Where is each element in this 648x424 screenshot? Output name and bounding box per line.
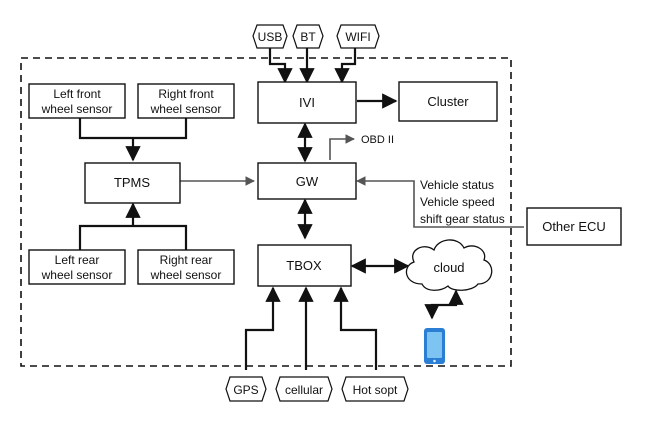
cellular-label: cellular xyxy=(285,383,323,397)
gw-box: GW xyxy=(257,162,357,200)
cluster-label: Cluster xyxy=(427,94,469,109)
gps-node: GPS xyxy=(225,376,267,402)
smartphone-icon xyxy=(424,328,445,364)
left-front-sensor-box: Left front wheel sensor xyxy=(28,83,126,119)
other-ecu-box: Other ECU xyxy=(526,207,622,246)
cloud-label: cloud xyxy=(433,260,464,275)
usb-node: USB xyxy=(252,24,288,49)
vehicle-boundary xyxy=(20,57,512,367)
ivi-label: IVI xyxy=(299,95,315,110)
left-rear-sensor-box: Left rear wheel sensor xyxy=(28,249,126,285)
ecu-to-gw-arrow xyxy=(356,176,524,228)
obd-label: OBD II xyxy=(361,134,394,146)
gw-label: GW xyxy=(296,174,319,189)
tbox-box: TBOX xyxy=(257,244,352,287)
gray-connections xyxy=(180,134,524,228)
right-front-label-1: Right front xyxy=(158,87,214,101)
tpms-box: TPMS xyxy=(84,162,181,204)
left-rear-label-2: wheel sensor xyxy=(41,268,113,282)
right-front-sensor-box: Right front wheel sensor xyxy=(137,83,235,119)
connections xyxy=(78,48,464,370)
wifi-node: WIFI xyxy=(336,24,380,49)
hotspot-label: Hot sopt xyxy=(353,383,398,397)
signal-shift-gear-status: shift gear status xyxy=(420,212,505,226)
cluster-box: Cluster xyxy=(398,81,498,122)
usb-to-ivi-arrow xyxy=(268,48,293,84)
wifi-label: WIFI xyxy=(345,30,370,44)
signal-vehicle-status: Vehicle status xyxy=(420,178,494,192)
front-sensors-bus xyxy=(78,118,188,140)
hotspot-node: Hot sopt xyxy=(341,376,409,402)
wifi-to-ivi-arrow xyxy=(334,48,357,84)
gps-label: GPS xyxy=(233,383,258,397)
right-rear-label-2: wheel sensor xyxy=(150,268,222,282)
left-front-label-1: Left front xyxy=(53,87,101,101)
hotspot-to-tbox-arrow xyxy=(333,286,378,370)
right-rear-label-1: Right rear xyxy=(160,253,213,267)
left-rear-label-1: Left rear xyxy=(55,253,100,267)
bt-node: BT xyxy=(292,24,324,49)
right-rear-sensor-box: Right rear wheel sensor xyxy=(137,249,235,285)
cloud-phone-arrow xyxy=(424,289,464,320)
ivi-box: IVI xyxy=(257,81,357,124)
cloud-icon xyxy=(405,239,493,291)
cloud-node: cloud xyxy=(405,239,493,291)
right-front-label-2: wheel sensor xyxy=(150,102,222,116)
tpms-label: TPMS xyxy=(114,175,150,190)
gps-to-tbox-arrow xyxy=(244,286,281,370)
gw-to-obd-arrow xyxy=(329,134,355,160)
cellular-node: cellular xyxy=(275,376,333,402)
left-front-label-2: wheel sensor xyxy=(41,102,113,116)
bt-label: BT xyxy=(300,30,316,44)
other-ecu-label: Other ECU xyxy=(542,219,606,234)
rear-sensors-bus xyxy=(78,224,188,250)
usb-label: USB xyxy=(258,30,283,44)
signal-vehicle-speed: Vehicle speed xyxy=(420,195,495,209)
tbox-label: TBOX xyxy=(286,258,322,273)
